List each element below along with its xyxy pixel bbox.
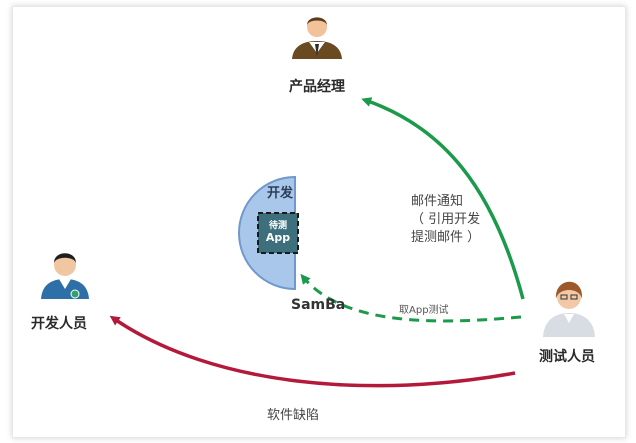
samba-dev-label: 开发 [267,186,294,201]
samba-server-label: SamBa [291,297,346,313]
developer-icon [41,253,89,299]
email-notice-line-1: 邮件通知 [411,194,464,209]
email-notice-line-2: （ 引用开发 [411,212,481,227]
fetch-app-arrow [300,273,522,323]
email-notice-arrow [361,97,525,300]
app-badge-line1: 待测 [268,221,287,231]
diagram-canvas [41,17,595,388]
app-badge-line2: App [265,231,291,244]
app-badge [257,212,299,254]
defect-arrow [109,315,516,388]
diagram-frame: 产品经理 开发人员 测试人员 开发 待测 App SamBa 邮件通知 （ 引用… [12,6,626,438]
defect-label: 软件缺陷 [267,408,320,423]
fetch-app-label: 取App测试 [399,305,449,316]
product-manager-label: 产品经理 [289,79,345,95]
product-manager-icon [292,17,342,59]
email-notice-line-3: 提测邮件 ） [411,230,481,245]
developer-label: 开发人员 [31,316,87,332]
tester-label: 测试人员 [539,349,595,365]
tester-icon [543,281,595,337]
email-notice-label: 邮件通知 （ 引用开发 提测邮件 ） [411,193,480,247]
